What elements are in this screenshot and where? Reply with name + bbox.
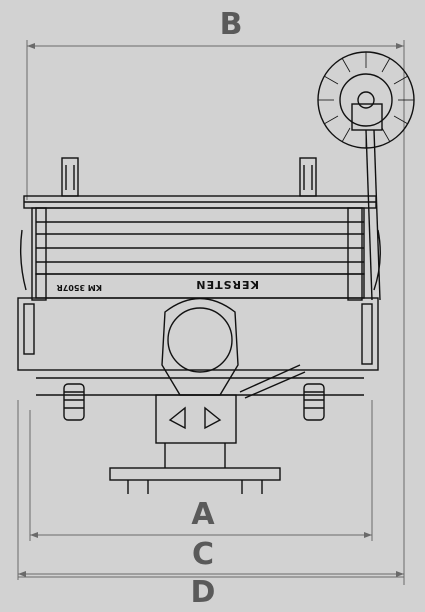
- dimension-arrows: [18, 43, 404, 577]
- model-label: KM 3507R: [57, 283, 102, 292]
- dimension-label-d: D: [190, 575, 216, 610]
- brand-label: KERSTEN: [195, 278, 259, 291]
- machine-outline: [17, 51, 415, 494]
- brush-bristles: [318, 52, 414, 148]
- dimension-lines: [17, 40, 405, 585]
- dimension-label-c: C: [191, 537, 215, 572]
- dimension-label-a: A: [191, 497, 215, 532]
- dimension-label-b: B: [219, 7, 243, 42]
